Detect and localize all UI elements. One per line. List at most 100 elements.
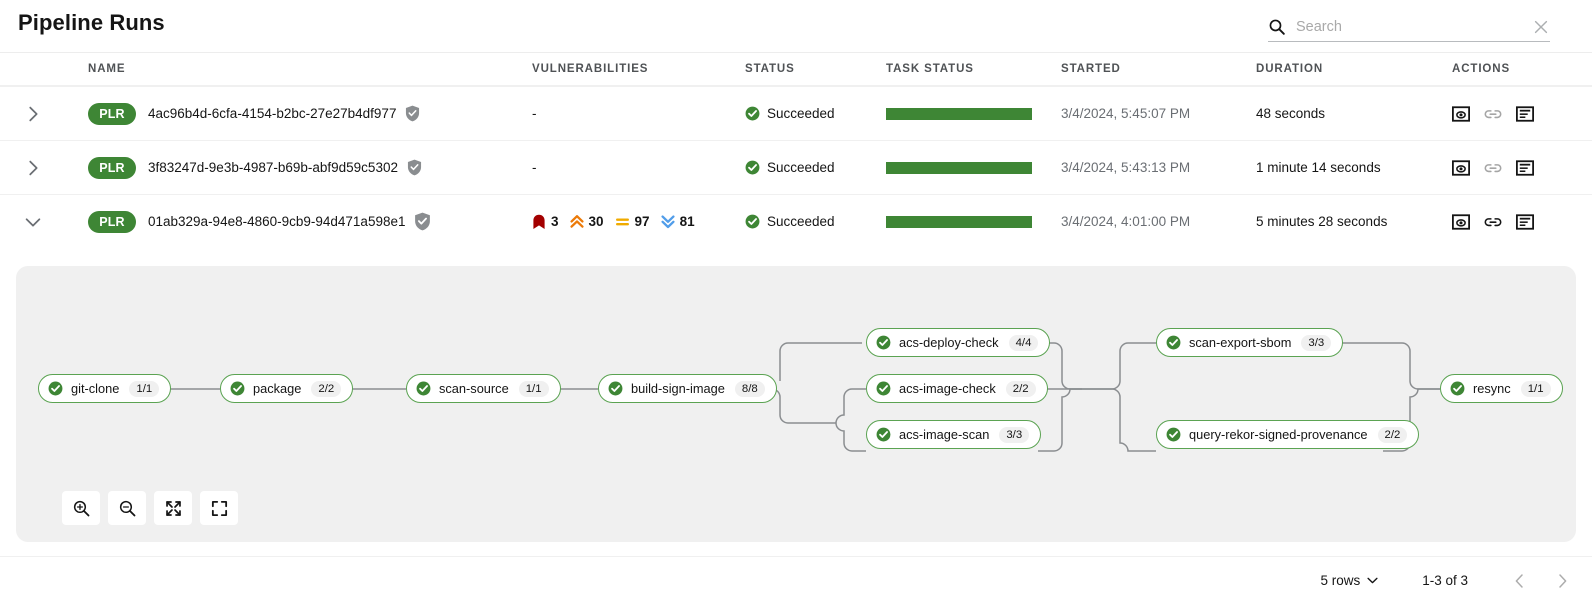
pagination-range: 1-3 of 3: [1422, 573, 1468, 588]
view-output-icon[interactable]: [1452, 159, 1470, 177]
link-icon[interactable]: [1484, 213, 1502, 231]
success-check-circle-icon: [876, 427, 891, 442]
success-check-circle-icon: [745, 106, 760, 121]
vulnerability-critical: 3: [532, 214, 559, 230]
pipeline-node-package[interactable]: package 2/2: [220, 374, 354, 403]
logs-icon[interactable]: [1516, 213, 1534, 231]
rows-per-page-select[interactable]: 5 rows: [1320, 573, 1378, 588]
pipeline-node-count: 1/1: [129, 380, 160, 397]
vulnerabilities-value: -: [532, 160, 537, 175]
link-icon[interactable]: [1484, 159, 1502, 177]
success-check-circle-icon: [1450, 381, 1465, 396]
pipeline-node-acs-image-check[interactable]: acs-image-check 2/2: [866, 374, 1048, 403]
chevron-down-icon: [1367, 577, 1378, 584]
run-name[interactable]: 01ab329a-94e8-4860-9cb9-94d471a598e1: [148, 214, 406, 229]
pipeline-node-label: acs-image-check: [899, 381, 996, 396]
column-header-started[interactable]: STARTED: [1061, 63, 1121, 75]
chevron-left-icon[interactable]: [1512, 573, 1528, 589]
row-expand-cell: [0, 157, 88, 179]
page-header: Pipeline Runs: [0, 0, 1592, 52]
search-bar: [1268, 12, 1550, 42]
chevron-down-icon[interactable]: [22, 211, 44, 233]
pipeline-node-count: 1/1: [518, 380, 549, 397]
table-footer: 5 rows 1-3 of 3: [0, 556, 1592, 604]
fullscreen-icon: [211, 500, 227, 516]
logs-icon[interactable]: [1516, 159, 1534, 177]
column-header-status[interactable]: STATUS: [745, 63, 795, 75]
table-row[interactable]: PLR 4ac96b4d-6cfa-4154-b2bc-27e27b4df977…: [0, 86, 1592, 140]
vulnerability-count: 97: [634, 214, 650, 229]
fit-screen-button[interactable]: [154, 491, 192, 525]
row-actions-cell: [1452, 105, 1592, 123]
plr-badge: PLR: [88, 156, 136, 179]
pipeline-node-scan-export-sbom[interactable]: scan-export-sbom 3/3: [1156, 328, 1344, 357]
task-status-bar-fill: [886, 215, 1032, 228]
pipeline-node-label: git-clone: [71, 381, 120, 396]
row-duration-cell: 48 seconds: [1256, 106, 1452, 121]
pipeline-node-acs-deploy-check[interactable]: acs-deploy-check 4/4: [866, 328, 1051, 357]
view-output-icon[interactable]: [1452, 213, 1470, 231]
pipeline-node-label: scan-source: [439, 381, 509, 396]
table-row[interactable]: PLR 3f83247d-9e3b-4987-b69b-abf9d59c5302…: [0, 140, 1592, 194]
row-task-status-cell: [886, 215, 1061, 228]
column-header-vulnerabilities[interactable]: VULNERABILITIES: [532, 63, 649, 75]
column-header-task-status[interactable]: TASK STATUS: [886, 63, 974, 75]
success-check-circle-icon: [745, 214, 760, 229]
row-name-cell: PLR 01ab329a-94e8-4860-9cb9-94d471a598e1: [88, 210, 532, 233]
column-header-duration[interactable]: DURATION: [1256, 63, 1324, 75]
success-check-circle-icon: [1166, 427, 1181, 442]
vulnerabilities-value: -: [532, 106, 537, 121]
zoom-out-icon: [119, 500, 135, 516]
search-icon: [1269, 19, 1285, 35]
duration-text: 48 seconds: [1256, 106, 1326, 121]
task-status-bar-fill: [886, 161, 1032, 174]
task-status-bar: [886, 161, 1032, 174]
expand-arrows-icon: [165, 500, 181, 516]
vulnerability-important: 30: [569, 214, 604, 229]
pipeline-node-git-clone[interactable]: git-clone 1/1: [38, 374, 172, 403]
vulnerability-count: 81: [679, 214, 695, 229]
severity-moderate-icon: [615, 218, 629, 226]
pipeline-node-query-rekor-signed-provenance[interactable]: query-rekor-signed-provenance 2/2: [1156, 420, 1420, 449]
chevron-right-icon[interactable]: [1554, 573, 1570, 589]
pipeline-node-resync[interactable]: resync 1/1: [1440, 374, 1563, 403]
task-status-bar: [886, 215, 1032, 228]
row-status-cell: Succeeded: [745, 214, 886, 229]
table-header-row: NAME VULNERABILITIES STATUS TASK STATUS …: [0, 52, 1592, 86]
reset-view-button[interactable]: [200, 491, 238, 525]
pipeline-node-scan-source[interactable]: scan-source 1/1: [406, 374, 561, 403]
pipeline-graph-panel: git-clone 1/1 package 2/2 scan-source 1/…: [16, 266, 1576, 542]
pipeline-node-count: 2/2: [1005, 380, 1036, 397]
zoom-out-button[interactable]: [108, 491, 146, 525]
row-started-cell: 3/4/2024, 4:01:00 PM: [1061, 214, 1256, 229]
vulnerability-low: 81: [661, 214, 695, 229]
row-name-cell: PLR 4ac96b4d-6cfa-4154-b2bc-27e27b4df977: [88, 102, 532, 125]
chevron-right-icon[interactable]: [22, 157, 44, 179]
zoom-in-icon: [73, 500, 89, 516]
column-header-name[interactable]: NAME: [88, 63, 126, 75]
zoom-in-button[interactable]: [62, 491, 100, 525]
pipeline-node-count: 4/4: [1008, 334, 1039, 351]
shield-check-icon: [415, 212, 431, 231]
status-text: Succeeded: [767, 214, 835, 229]
search-input[interactable]: [1296, 18, 1532, 35]
row-vulnerabilities-cell: 3 30 97: [532, 214, 745, 230]
task-status-bar-fill: [886, 107, 1032, 120]
pipeline-node-label: scan-export-sbom: [1189, 335, 1292, 350]
started-timestamp: 3/4/2024, 4:01:00 PM: [1061, 214, 1191, 229]
pipeline-node-acs-image-scan[interactable]: acs-image-scan 3/3: [866, 420, 1042, 449]
chevron-right-icon[interactable]: [22, 103, 44, 125]
close-icon[interactable]: [1532, 18, 1550, 36]
row-actions-cell: [1452, 213, 1592, 231]
plr-badge: PLR: [88, 102, 136, 125]
view-output-icon[interactable]: [1452, 105, 1470, 123]
pipeline-node-label: acs-image-scan: [899, 427, 990, 442]
row-duration-cell: 5 minutes 28 seconds: [1256, 214, 1452, 229]
link-icon[interactable]: [1484, 105, 1502, 123]
run-name[interactable]: 4ac96b4d-6cfa-4154-b2bc-27e27b4df977: [148, 106, 397, 121]
table-row[interactable]: PLR 01ab329a-94e8-4860-9cb9-94d471a598e1…: [0, 194, 1592, 248]
run-name[interactable]: 3f83247d-9e3b-4987-b69b-abf9d59c5302: [148, 160, 398, 175]
success-check-circle-icon: [48, 381, 63, 396]
pipeline-node-build-sign-image[interactable]: build-sign-image 8/8: [598, 374, 777, 403]
logs-icon[interactable]: [1516, 105, 1534, 123]
